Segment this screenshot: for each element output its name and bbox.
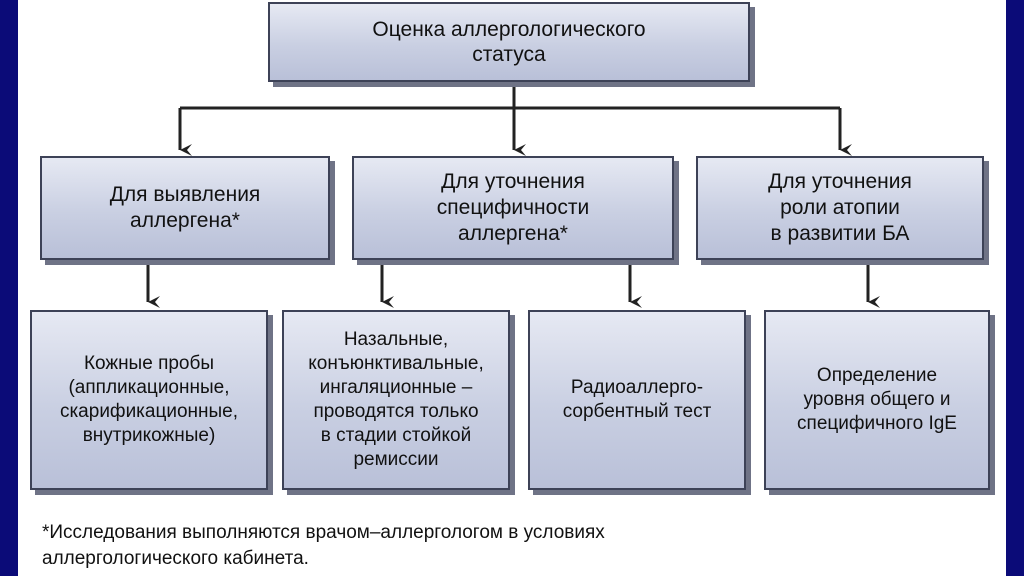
- connector-lines: [146, 82, 880, 308]
- root-box-allergy-status: Оценка аллергологического статуса: [268, 2, 750, 82]
- purpose-box-allergen-specificity: Для уточнения специфичности аллергена*: [352, 156, 674, 260]
- purpose-box-identify-allergen: Для выявления аллергена*: [40, 156, 330, 260]
- method-box-provocation-tests: Назальные, конъюнктивальные, ингаляционн…: [282, 310, 510, 490]
- purpose-box-atopy-role: Для уточнения роли атопии в развитии БА: [696, 156, 984, 260]
- method-box-ige-level: Определение уровня общего и специфичного…: [764, 310, 990, 490]
- method-box-rast: Радиоаллерго- сорбентный тест: [528, 310, 746, 490]
- diagram-canvas: Оценка аллергологического статуса Для вы…: [18, 0, 1006, 576]
- method-box-skin-tests: Кожные пробы (аппликационные, скарификац…: [30, 310, 268, 490]
- footnote: *Исследования выполняются врачом–аллерго…: [42, 522, 605, 569]
